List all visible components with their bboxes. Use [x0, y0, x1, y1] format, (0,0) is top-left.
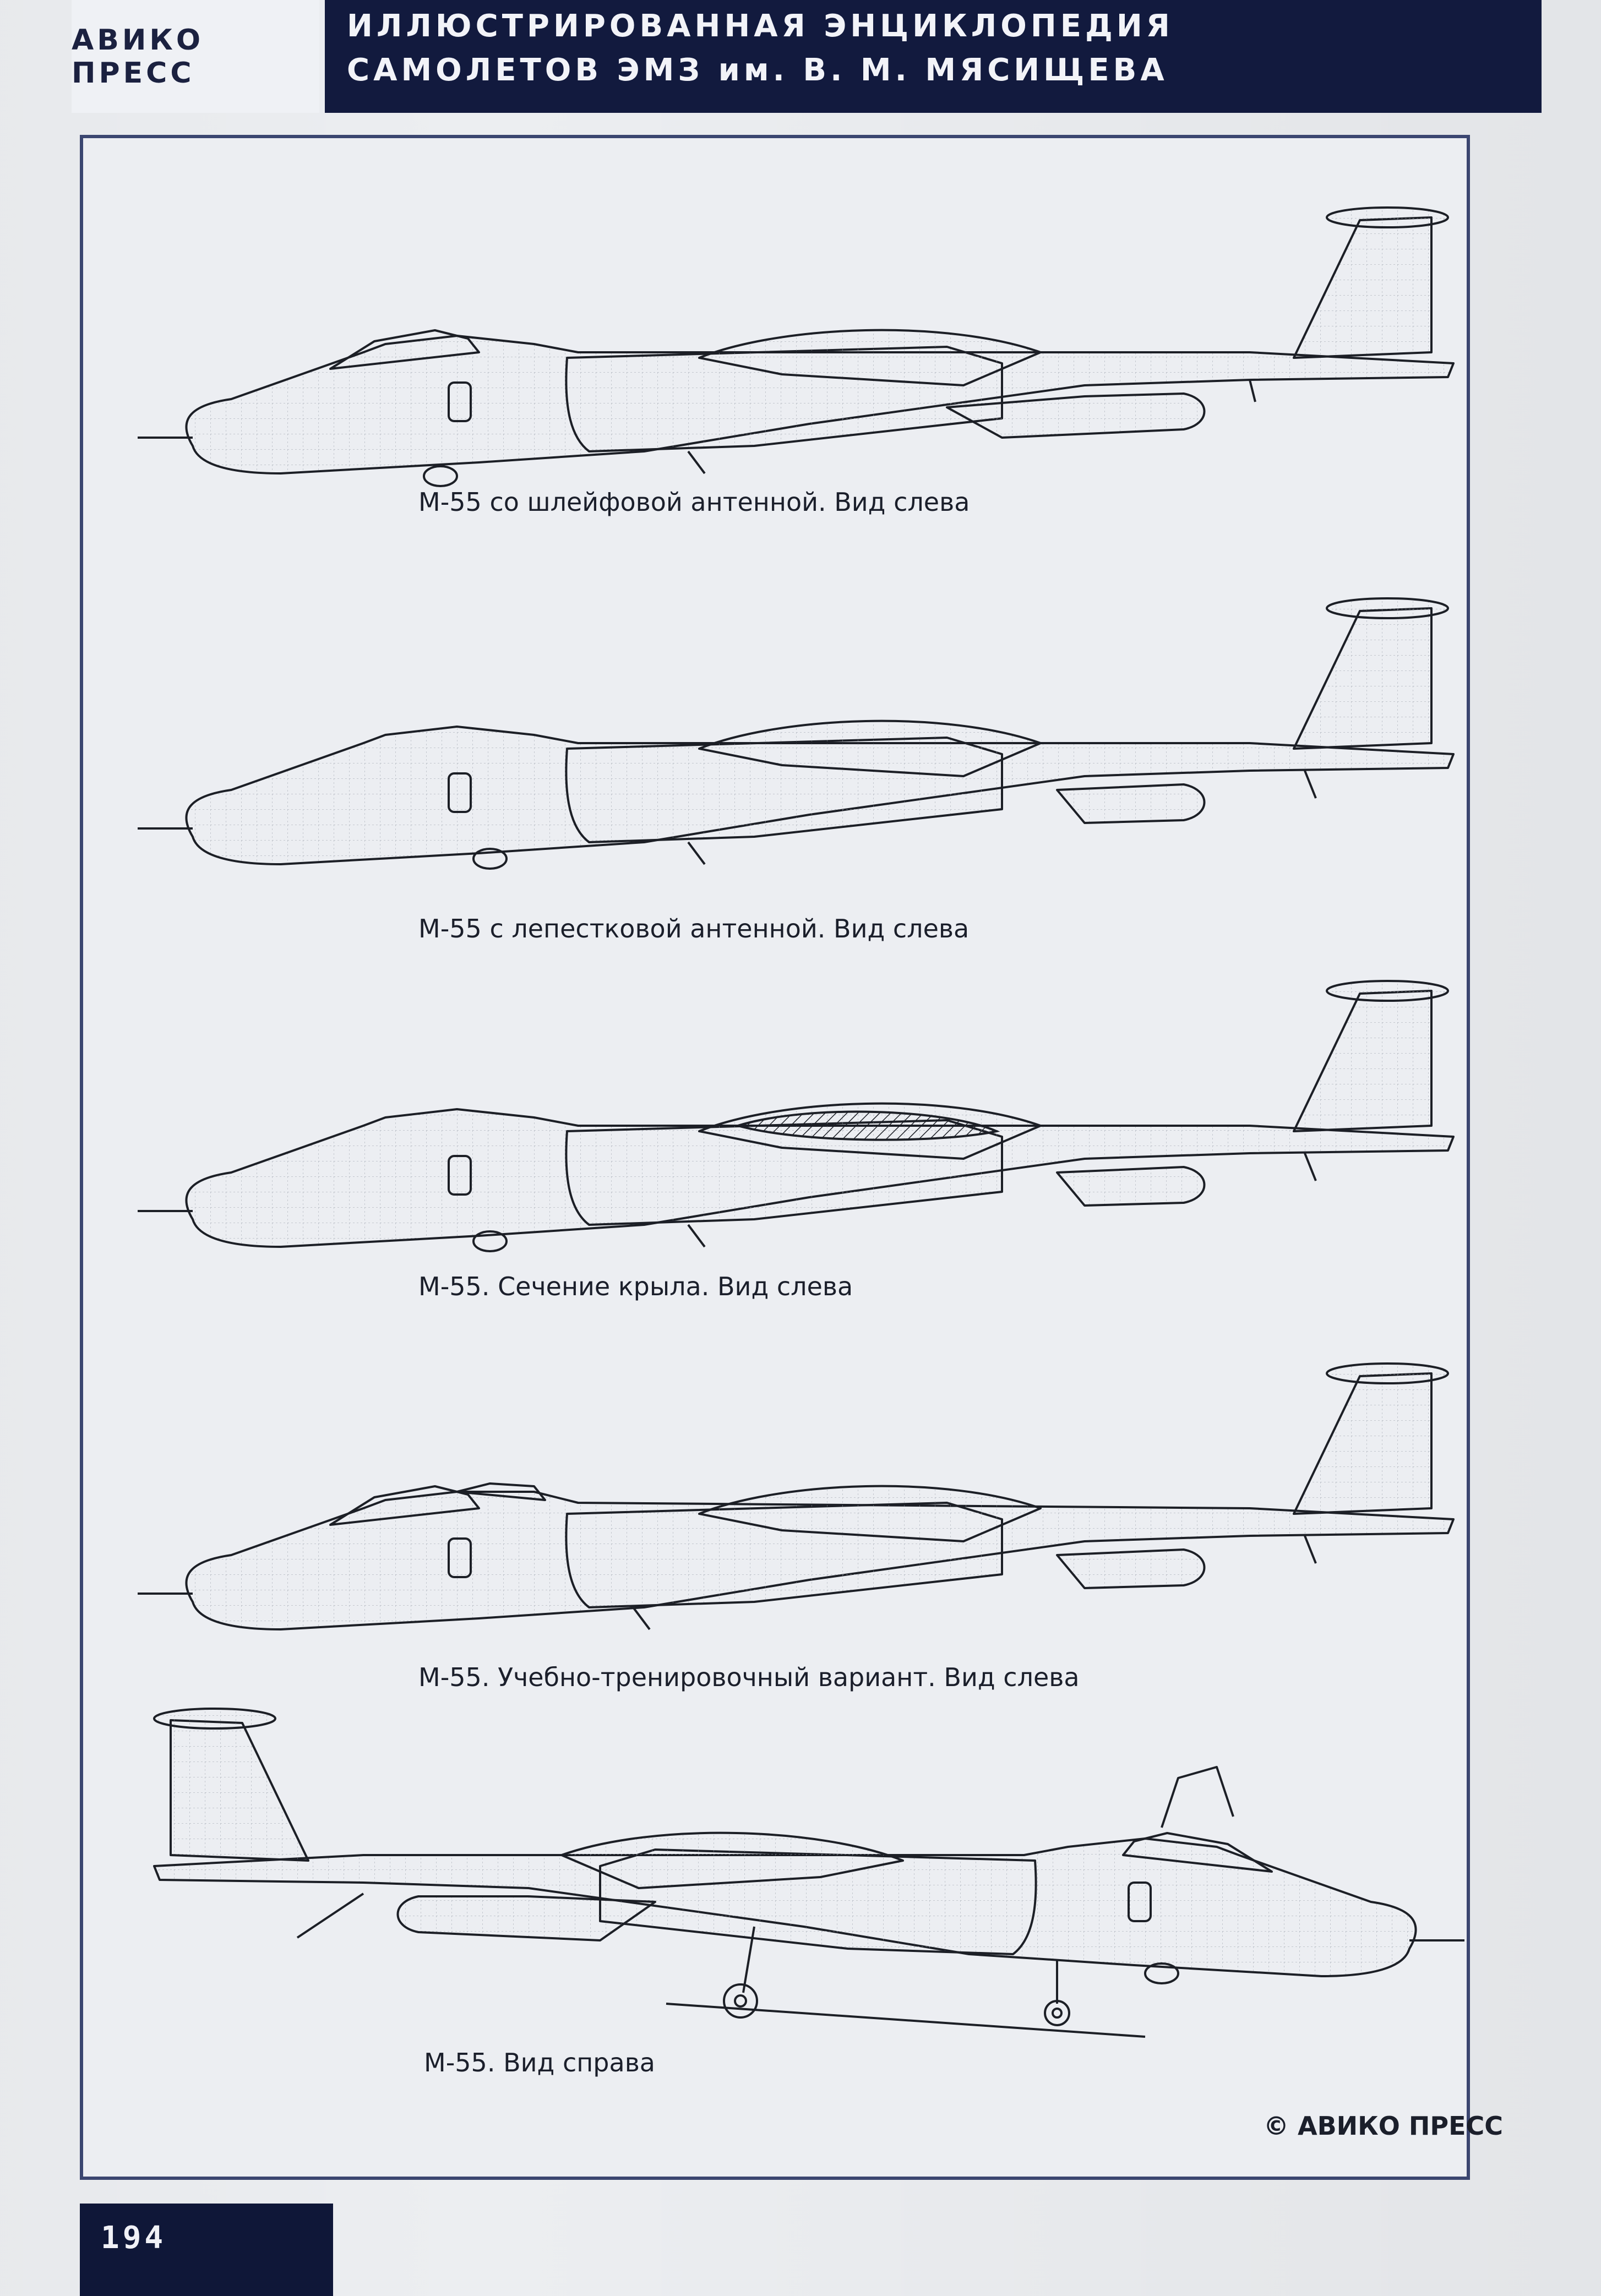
figure-caption-3: М-55. Сечение крыла. Вид слева	[418, 1272, 853, 1301]
publisher-label: АВИКО ПРЕСС	[72, 23, 204, 90]
aircraft-svg-2	[138, 597, 1455, 870]
aircraft-drawing-left-view-1	[138, 187, 1455, 490]
header-title-band: ИЛЛЮСТРИРОВАННАЯ ЭНЦИКЛОПЕДИЯ САМОЛЕТОВ …	[325, 0, 1542, 113]
figure-caption-1: М-55 со шлейфовой антенной. Вид слева	[418, 487, 970, 517]
wing-section-hatch	[733, 1110, 1000, 1141]
figure-caption-2: М-55 с лепестковой антенной. Вид слева	[418, 914, 970, 944]
aircraft-svg-5	[153, 1708, 1464, 2038]
figure-caption-4: М-55. Учебно-тренировочный вариант. Вид …	[418, 1662, 1080, 1692]
header-title-line-2: САМОЛЕТОВ ЭМЗ им. В. М. МЯСИЩЕВА	[347, 52, 1168, 88]
aircraft-svg-3	[138, 980, 1455, 1252]
aircraft-svg-4	[138, 1362, 1455, 1630]
page-number: 194	[101, 2220, 167, 2256]
copyright-notice: © АВИКО ПРЕСС	[1264, 2111, 1504, 2141]
header-title-line-1: ИЛЛЮСТРИРОВАННАЯ ЭНЦИКЛОПЕДИЯ	[347, 8, 1174, 44]
publisher-label-box: АВИКО ПРЕСС	[72, 0, 319, 113]
page-number-box: 194	[80, 2204, 333, 2296]
aircraft-drawing-right-view	[143, 1684, 1464, 2038]
aircraft-drawing-left-view-4	[138, 1343, 1455, 1640]
figure-caption-5: М-55. Вид справа	[424, 2048, 655, 2077]
aircraft-drawing-left-view-2	[138, 578, 1455, 875]
aircraft-svg-1	[138, 206, 1455, 487]
aircraft-drawing-left-view-3	[138, 961, 1455, 1258]
